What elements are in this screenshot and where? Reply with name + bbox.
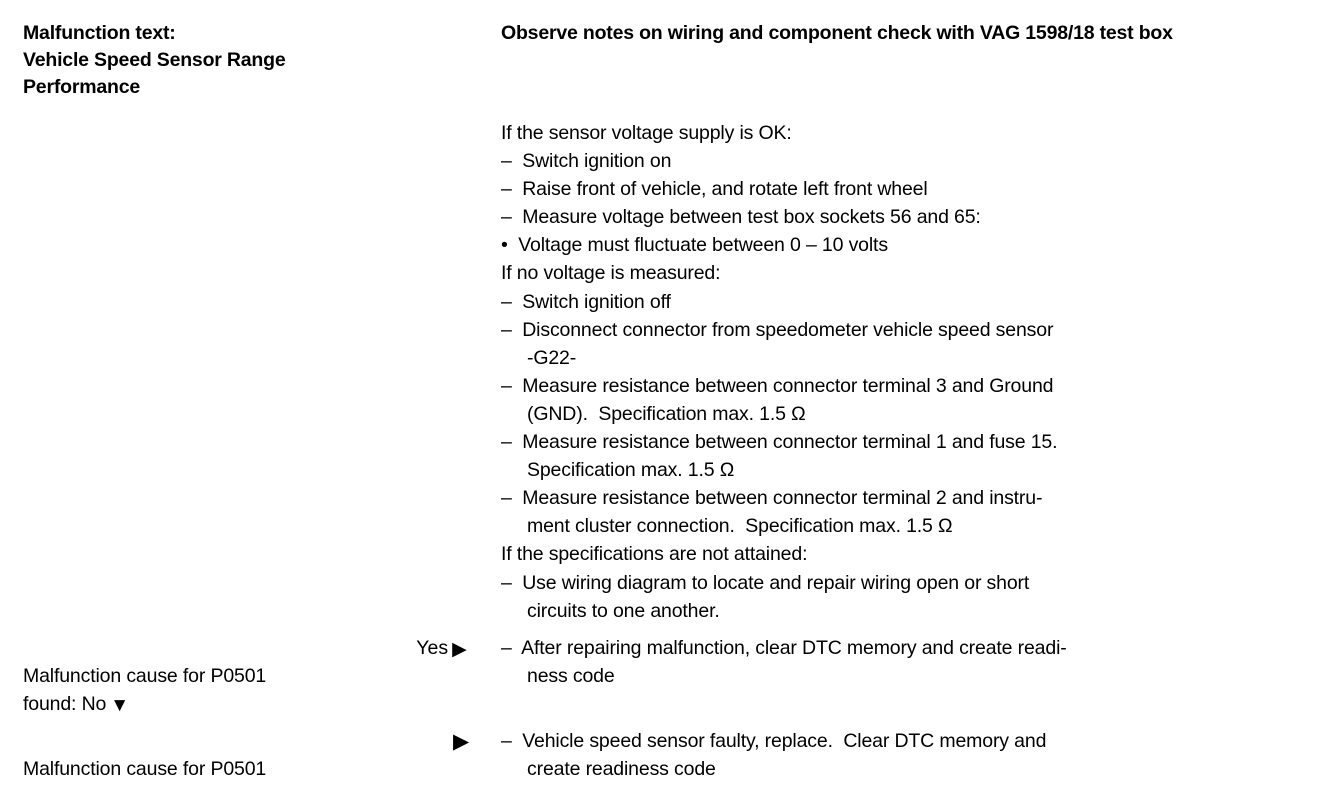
answer-yes-label: Yes <box>416 636 449 659</box>
decision-action-1: – After repairing malfunction, clear DTC… <box>491 625 1298 690</box>
table-row-procedure: If the sensor voltage supply is OK: – Sw… <box>13 109 1298 625</box>
header-cell-observe-notes: Observe notes on wiring and component ch… <box>491 9 1298 109</box>
procedure-step-10: – Use wiring diagram to locate and repai… <box>501 571 1030 594</box>
decision-answer-cell-yes[interactable]: Yes▶ <box>392 625 491 718</box>
decision-action-2: – Vehicle speed sensor faulty, replace. … <box>491 718 1298 783</box>
decision-action-cell-2: – Vehicle speed sensor faulty, replace. … <box>491 718 1298 811</box>
malfunction-cause-question-1: Malfunction cause for P0501 found: No▼ <box>13 625 392 718</box>
answer-yes-group: Yes▶ <box>392 625 491 662</box>
observe-notes-title: Observe notes on wiring and component ch… <box>501 22 1173 44</box>
procedure-step-3: – Measure voltage between test box socke… <box>501 206 981 229</box>
procedure-step-5: – Switch ignition off <box>501 290 671 313</box>
procedure-step-7: – Measure resistance between connector t… <box>501 374 1054 397</box>
procedure-condition-3: If the specifications are not attained: <box>501 543 808 566</box>
procedure-steps-list: If the sensor voltage supply is OK: – Sw… <box>491 109 1298 625</box>
procedure-step-8: – Measure resistance between connector t… <box>501 431 1058 454</box>
header-cell-malfunction-text: Malfunction text: Vehicle Speed Sensor R… <box>13 9 491 109</box>
diagnostic-table: Malfunction text: Vehicle Speed Sensor R… <box>13 9 1298 811</box>
decision-action-2-text: – Vehicle speed sensor faulty, replace. … <box>501 729 1047 781</box>
procedure-step-1: – Switch ignition on <box>501 150 672 173</box>
procedure-cell-empty <box>13 109 491 625</box>
procedure-condition-2: If no voltage is measured: <box>501 262 721 285</box>
decision-question-cell-2: Malfunction cause for P0501 ▶ <box>13 718 491 811</box>
procedure-step-2: – Raise front of vehicle, and rotate lef… <box>501 178 928 201</box>
procedure-step-10-cont: circuits to one another. <box>527 599 720 622</box>
malfunction-text-title: Malfunction text: Vehicle Speed Sensor R… <box>23 22 286 98</box>
procedure-step-8-cont: Specification max. 1.5 Ω <box>527 459 735 482</box>
arrow-right-icon: ▶ <box>452 638 467 660</box>
procedure-cell-steps: If the sensor voltage supply is OK: – Sw… <box>491 109 1298 625</box>
table-row-header: Malfunction text: Vehicle Speed Sensor R… <box>13 9 1298 109</box>
table-row-decision-final: Malfunction cause for P0501 ▶ – Vehicle … <box>13 718 1298 811</box>
table-row-decision-yes: Malfunction cause for P0501 found: No▼ Y… <box>13 625 1298 718</box>
procedure-condition-1: If the sensor voltage supply is OK: <box>501 122 792 144</box>
decision-action-cell-1: – After repairing malfunction, clear DTC… <box>491 625 1298 718</box>
document-page: Malfunction text: Vehicle Speed Sensor R… <box>23 22 1173 781</box>
arrow-down-icon: ▼ <box>110 694 129 716</box>
procedure-step-7-cont: (GND). Specification max. 1.5 Ω <box>527 402 806 425</box>
malfunction-cause-question-1-text: Malfunction cause for P0501 found: No <box>23 664 267 715</box>
procedure-step-6-cont: -G22- <box>527 346 577 369</box>
procedure-step-6: – Disconnect connector from speedometer … <box>501 318 1054 341</box>
malfunction-cause-question-2-text: Malfunction cause for P0501 <box>23 758 267 781</box>
procedure-step-9: – Measure resistance between connector t… <box>501 487 1043 510</box>
decision-action-1-text: – After repairing malfunction, clear DTC… <box>501 636 1067 687</box>
procedure-step-9-cont: ment cluster connection. Specification m… <box>527 515 953 538</box>
procedure-step-4: • Voltage must fluctuate between 0 – 10 … <box>501 234 888 257</box>
arrow-right-icon-2: ▶ <box>453 729 469 753</box>
decision-question-cell-1: Malfunction cause for P0501 found: No▼ <box>13 625 392 718</box>
malfunction-cause-question-2: Malfunction cause for P0501 ▶ <box>13 718 491 811</box>
